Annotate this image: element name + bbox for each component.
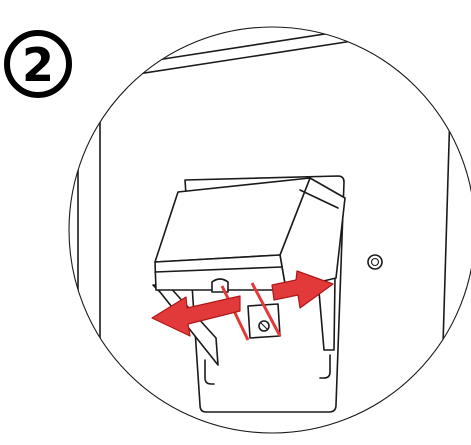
- cabinet-side-edge-right: [439, 109, 451, 433]
- cabinet-top-edge-inner: [69, 37, 373, 87]
- release-guide-line-2: [250, 282, 282, 337]
- magnifier-circle: [68, 26, 471, 434]
- bracket-front-lip: [154, 266, 283, 273]
- slide-right-arrow-icon: [271, 270, 334, 309]
- zoomed-detail: [69, 27, 451, 433]
- release-guide-line-1: [220, 285, 250, 341]
- cabinet-top-corner: [99, 66, 119, 71]
- step-badge-icon: 2: [4, 30, 72, 98]
- mounting-hole-inner: [370, 257, 380, 267]
- plate-slot-left: [204, 359, 215, 385]
- step-number: 2: [22, 38, 54, 92]
- screw-slot: [260, 322, 268, 330]
- slide-left-arrow-icon: [151, 295, 241, 337]
- step-badge-ring: [4, 30, 72, 98]
- bracket-edge-detail: [299, 189, 339, 209]
- cabinet-top-edge: [69, 27, 371, 76]
- mounting-hole-outer-icon: [367, 254, 383, 270]
- plate-slot-right: [319, 354, 331, 379]
